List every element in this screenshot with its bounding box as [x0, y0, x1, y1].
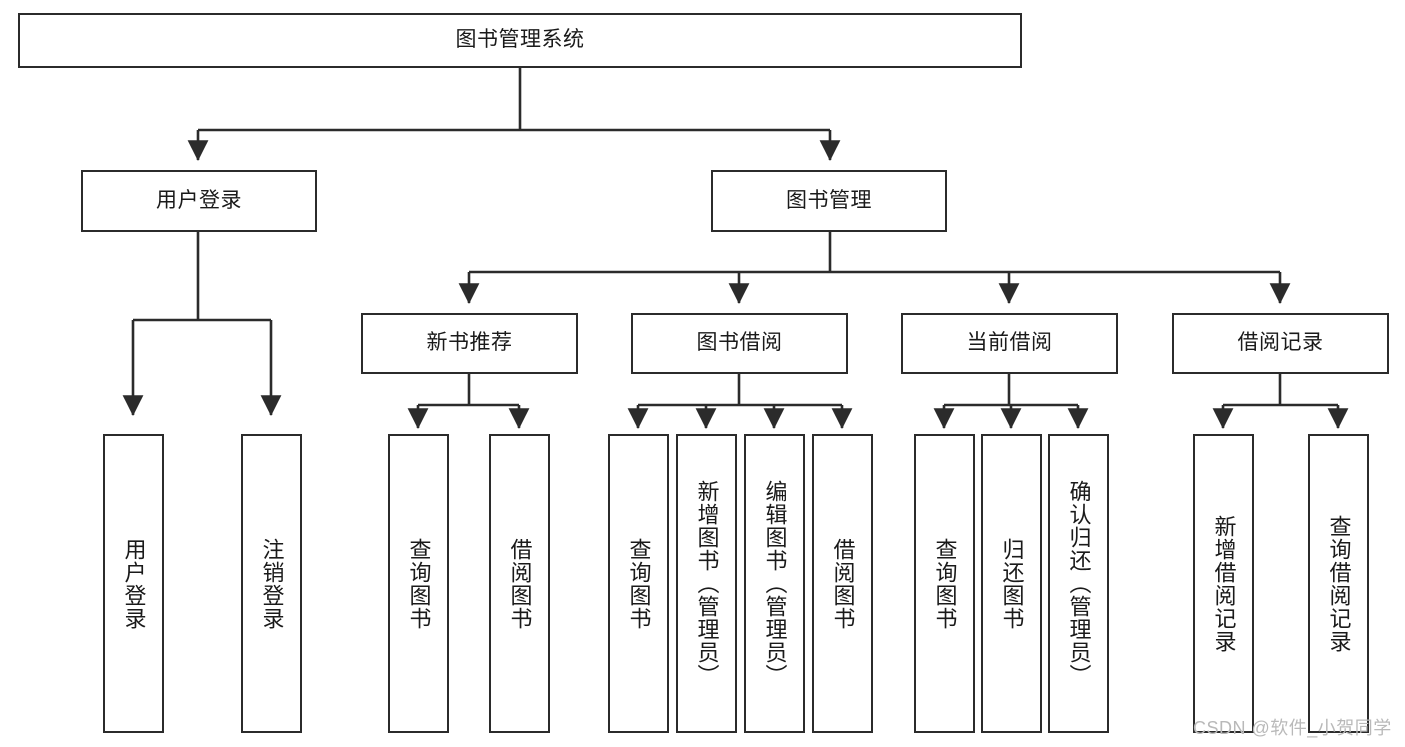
node-leaf-return-book-label: 归还图书 — [999, 537, 1025, 630]
node-leaf-query-book-3-label: 查询图书 — [932, 537, 958, 630]
node-leaf-query-book-2[interactable]: 查询图书 — [608, 434, 669, 733]
node-book-borrow[interactable]: 图书借阅 — [631, 313, 848, 374]
node-leaf-user-login[interactable]: 用户登录 — [103, 434, 164, 733]
node-current-borrow[interactable]: 当前借阅 — [901, 313, 1118, 374]
node-borrow-record-label: 借阅记录 — [1237, 331, 1324, 355]
node-book-management[interactable]: 图书管理 — [711, 170, 947, 232]
node-leaf-query-book-1[interactable]: 查询图书 — [388, 434, 449, 733]
node-leaf-logout-login-label: 注销登录 — [259, 537, 285, 630]
node-new-book-recommend[interactable]: 新书推荐 — [361, 313, 578, 374]
node-book-management-label: 图书管理 — [786, 188, 872, 212]
node-leaf-borrow-book-2[interactable]: 借阅图书 — [812, 434, 873, 733]
node-leaf-add-record-label: 新增借阅记录 — [1211, 514, 1237, 653]
node-leaf-borrow-book-1[interactable]: 借阅图书 — [489, 434, 550, 733]
node-leaf-confirm-return-label: 确认归还（管理员） — [1066, 480, 1092, 687]
node-leaf-confirm-return[interactable]: 确认归还（管理员） — [1048, 434, 1109, 733]
node-leaf-borrow-book-1-label: 借阅图书 — [507, 537, 533, 630]
node-leaf-query-book-2-label: 查询图书 — [626, 537, 652, 630]
node-root[interactable]: 图书管理系统 — [18, 13, 1022, 68]
node-leaf-query-book-1-label: 查询图书 — [406, 537, 432, 630]
node-leaf-user-login-label: 用户登录 — [121, 537, 147, 630]
node-leaf-borrow-book-2-label: 借阅图书 — [830, 537, 856, 630]
node-leaf-query-record[interactable]: 查询借阅记录 — [1308, 434, 1369, 733]
node-book-borrow-label: 图书借阅 — [696, 331, 783, 355]
node-leaf-add-book-label: 新增图书（管理员） — [694, 480, 720, 687]
node-leaf-add-book[interactable]: 新增图书（管理员） — [676, 434, 737, 733]
node-leaf-edit-book-label: 编辑图书（管理员） — [762, 480, 788, 687]
node-leaf-add-record[interactable]: 新增借阅记录 — [1193, 434, 1254, 733]
node-user-login-label: 用户登录 — [156, 188, 242, 212]
node-current-borrow-label: 当前借阅 — [966, 331, 1053, 355]
node-leaf-edit-book[interactable]: 编辑图书（管理员） — [744, 434, 805, 733]
node-leaf-query-book-3[interactable]: 查询图书 — [914, 434, 975, 733]
csdn-watermark: CSDN @软件_小贺同学 — [1193, 718, 1392, 738]
node-borrow-record[interactable]: 借阅记录 — [1172, 313, 1389, 374]
node-leaf-logout-login[interactable]: 注销登录 — [241, 434, 302, 733]
node-new-book-recommend-label: 新书推荐 — [426, 331, 513, 355]
node-root-label: 图书管理系统 — [455, 28, 585, 52]
node-leaf-query-record-label: 查询借阅记录 — [1326, 514, 1352, 653]
node-user-login[interactable]: 用户登录 — [81, 170, 317, 232]
node-leaf-return-book[interactable]: 归还图书 — [981, 434, 1042, 733]
